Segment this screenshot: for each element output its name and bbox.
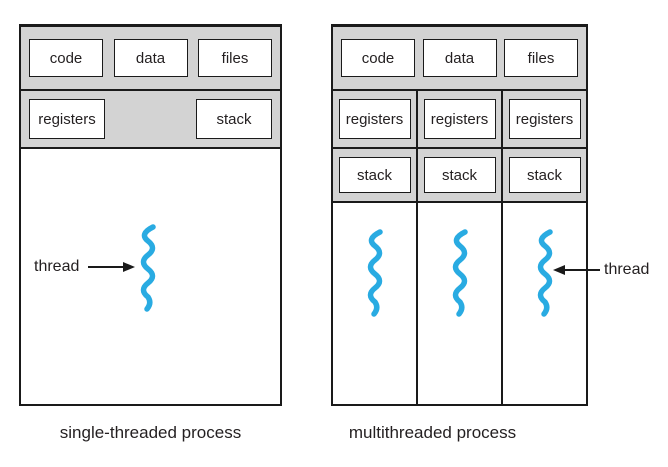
thread-column	[418, 203, 503, 404]
stack-box: stack	[338, 157, 411, 193]
registers-box: registers	[338, 99, 411, 139]
registers-box: registers	[29, 99, 105, 139]
caption-single-threaded: single-threaded process	[59, 423, 242, 442]
thread-column	[333, 203, 418, 404]
registers-stack-row-left: registers stack	[21, 91, 280, 149]
resources-row-right: code data files	[333, 27, 586, 91]
stack-box: stack	[423, 157, 496, 193]
code-box: code	[29, 39, 103, 77]
arrow-right-icon	[88, 262, 135, 272]
code-box: code	[341, 39, 415, 77]
stack-box: stack	[508, 157, 581, 193]
resources-row-left: code data files	[21, 27, 280, 91]
registers-cell: registers	[333, 91, 418, 147]
registers-box: registers	[508, 99, 581, 139]
stack-box: stack	[196, 99, 272, 139]
data-box: data	[422, 39, 497, 77]
multithreaded-process-panel: code data files registers registers regi…	[331, 24, 588, 406]
stack-row-right: stack stack stack	[333, 149, 586, 203]
single-threaded-process-panel: code data files registers stack thread	[19, 24, 282, 406]
registers-box: registers	[423, 99, 496, 139]
stack-cell: stack	[503, 149, 586, 201]
thread-label-left: thread	[34, 258, 80, 275]
thread-column	[503, 203, 586, 404]
registers-cell: registers	[418, 91, 503, 147]
thread-squiggle-icon	[537, 229, 553, 317]
registers-cell: registers	[503, 91, 586, 147]
thread-squiggle-icon	[140, 224, 156, 312]
thread-squiggle-icon	[367, 229, 383, 317]
registers-row-right: registers registers registers	[333, 91, 586, 149]
arrow-left-icon	[553, 265, 600, 275]
caption-multithreaded: multithreaded process	[348, 423, 517, 442]
files-box: files	[504, 39, 578, 77]
thread-columns-right	[333, 203, 586, 404]
stack-cell: stack	[333, 149, 418, 201]
thread-squiggle-icon	[452, 229, 468, 317]
thread-label-right: thread	[604, 261, 650, 278]
files-box: files	[198, 39, 272, 77]
stack-cell: stack	[418, 149, 503, 201]
data-box: data	[113, 39, 188, 77]
thread-area-left: thread	[21, 149, 280, 400]
